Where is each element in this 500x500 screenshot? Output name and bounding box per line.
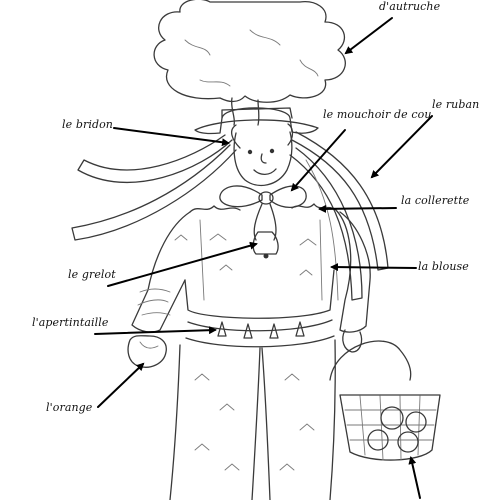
label-grelot: le grelot: [68, 268, 116, 281]
head: [230, 123, 294, 187]
basket: [329, 329, 441, 461]
label-ruban: le ruban: [432, 98, 480, 111]
bell: [252, 231, 279, 259]
arrow-grelot: [107, 241, 258, 287]
neck-scarf: [219, 185, 307, 241]
label-apertintaille: l'apertintaille: [32, 316, 109, 329]
label-mouchoir: le mouchoir de cou: [323, 108, 432, 121]
arrow-blouse: [330, 263, 417, 272]
ribbons: [71, 131, 389, 301]
arrow-basket: [408, 456, 421, 499]
label-collerette: la collerette: [401, 194, 470, 207]
arrow-orange: [97, 362, 145, 408]
ruffled-collar: [189, 203, 337, 213]
blouse: [131, 209, 371, 333]
arrow-mouchoir: [290, 129, 346, 192]
arrow-apertintaille: [94, 326, 217, 335]
arrow-ruban: [370, 115, 433, 179]
feather-plume: [153, 0, 346, 126]
hat: [194, 107, 319, 135]
label-plumes: d'autruche: [379, 0, 441, 13]
label-blouse: la blouse: [418, 260, 469, 273]
label-bridon: le bridon: [62, 118, 113, 131]
label-orange: l'orange: [46, 401, 93, 414]
belt-of-bells: [185, 319, 335, 348]
arrow-bridon: [113, 127, 230, 147]
label-arrows: [94, 17, 433, 499]
arrow-collerette: [318, 204, 397, 213]
trousers: [169, 339, 336, 500]
arrow-plume: [344, 17, 393, 55]
hand-with-orange: [127, 335, 167, 368]
